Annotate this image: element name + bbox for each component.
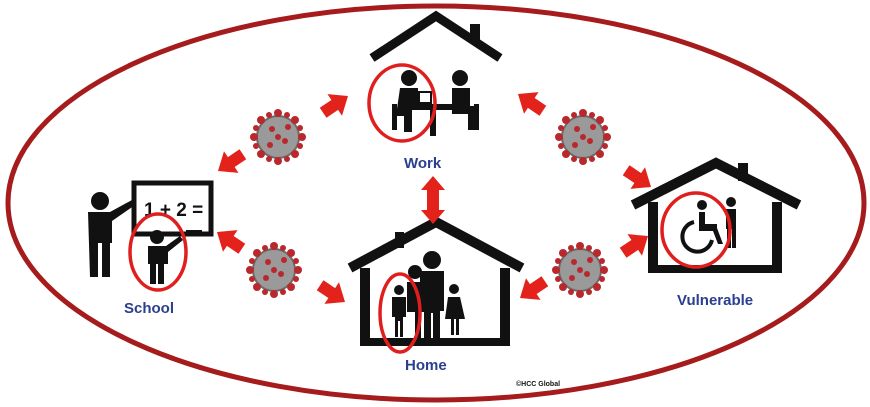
virus-icon-school-work <box>249 108 307 166</box>
work-label: Work <box>404 155 442 172</box>
arrow-to-home-from-right <box>512 270 553 309</box>
home-label: Home <box>405 357 447 374</box>
home-highlight-circle <box>378 272 422 354</box>
virus-icon-home-vulnerable <box>551 241 609 299</box>
copyright-text: ©HCC Global <box>516 381 561 388</box>
arrow-work-home-double <box>421 176 445 224</box>
teacher-icon <box>88 192 135 277</box>
arrow-to-work-from-left <box>315 85 356 124</box>
family-icon <box>392 251 465 341</box>
school-label: School <box>124 300 175 317</box>
vulnerable-house-icon <box>630 157 802 273</box>
arrow-to-work-from-right <box>510 83 551 122</box>
board-text: 1 + 2 = <box>144 200 203 221</box>
virus-icon-school-home <box>245 241 303 299</box>
work-highlight-circle <box>367 63 437 143</box>
home-house-icon <box>347 216 525 346</box>
work-house-icon <box>369 10 503 62</box>
outer-ellipse <box>5 3 867 403</box>
arrow-to-school-from-bottom <box>209 221 250 260</box>
virus-icon-work-vulnerable <box>554 108 612 166</box>
vulnerable-highlight-circle <box>660 191 732 269</box>
coworkers-icon <box>392 70 479 136</box>
arrow-to-school-from-top <box>210 143 251 182</box>
school-highlight-circle <box>128 212 188 292</box>
chalkboard-icon <box>131 180 214 237</box>
vulnerable-label: Vulnerable <box>677 292 754 309</box>
arrow-to-home-from-left <box>312 274 353 313</box>
student-icon <box>148 230 183 284</box>
wheelchair-icon <box>680 197 736 254</box>
